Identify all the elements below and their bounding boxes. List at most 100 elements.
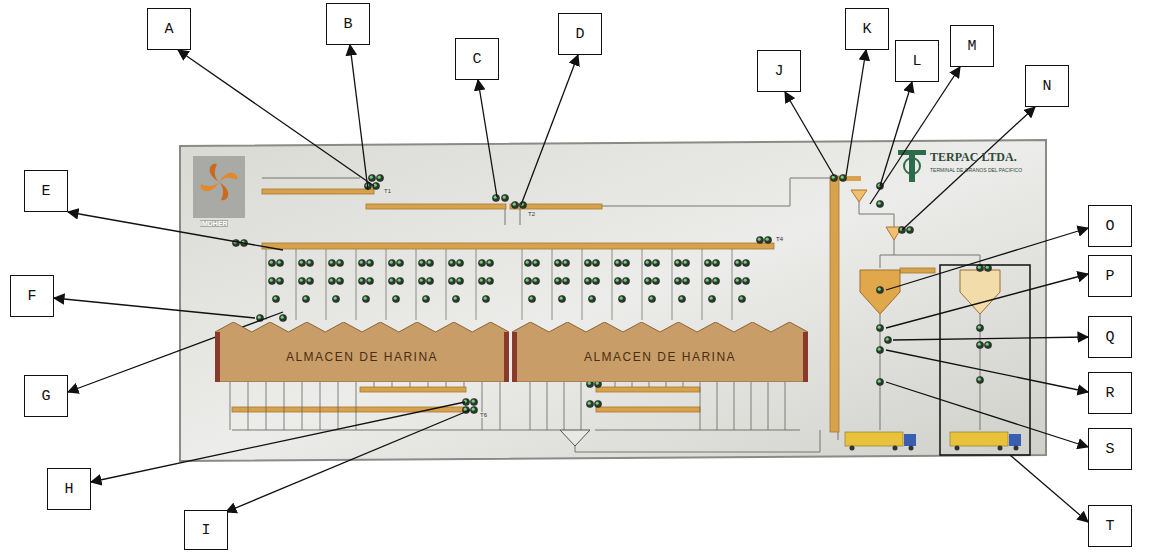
indicator-light [704, 277, 711, 284]
indicator-light [426, 277, 433, 284]
truck [950, 432, 1021, 451]
indicator-light [742, 259, 749, 266]
indicator-light [366, 277, 373, 284]
indicator-light [734, 259, 741, 266]
indicator-light [644, 259, 651, 266]
indicator-light [276, 277, 283, 284]
indicator-light [272, 295, 279, 302]
truck [845, 432, 916, 451]
indicator-light [501, 194, 508, 201]
indicator-light [388, 277, 395, 284]
callout-letter-text: S [1105, 441, 1114, 458]
indicator-light [704, 259, 711, 266]
callout-letter: I [184, 510, 228, 550]
callout-letter: G [24, 375, 68, 417]
indicator-light [644, 277, 651, 284]
callout-letter: H [47, 468, 91, 510]
band-label: ALMACEN DE HARINA [286, 340, 438, 364]
indicator-light [422, 295, 429, 302]
logo-text: TERMINAL DE GRANOS DEL PACIFICO [930, 167, 1022, 173]
chute-lines [859, 202, 980, 268]
indicator-light [448, 259, 455, 266]
indicator-light [376, 174, 383, 181]
indicator-light [532, 259, 539, 266]
indicator-light [426, 259, 433, 266]
callout-letter-text: F [27, 288, 36, 305]
callout-letter: L [895, 40, 939, 82]
callout-letter-text: T [1105, 518, 1114, 535]
indicator-light [418, 259, 425, 266]
indicator-light [528, 295, 535, 302]
indicator-light [328, 277, 335, 284]
indicator-light [328, 259, 335, 266]
drop-lines [230, 382, 785, 430]
callout-letter: Q [1088, 316, 1132, 358]
indicator-light [470, 406, 477, 413]
indicator-light [876, 324, 883, 331]
indicator-light [652, 277, 659, 284]
indicator-light [622, 259, 629, 266]
indicator-light [614, 259, 621, 266]
callout-letter-text: B [343, 16, 352, 33]
indicator-light [708, 295, 715, 302]
indicator-light [712, 259, 719, 266]
equipment-tag: T2 [528, 211, 535, 217]
indicator-light [418, 277, 425, 284]
indicator-light [268, 277, 275, 284]
callout-letter-text: N [1042, 78, 1051, 95]
indicator-light [456, 259, 463, 266]
callout-letter: D [558, 13, 602, 55]
indicator-light [532, 277, 539, 284]
indicator-light [511, 201, 518, 208]
indicator-light [562, 259, 569, 266]
leader-lines [54, 45, 1088, 522]
callout-letter: M [950, 25, 994, 67]
callout-letter-text: A [164, 21, 173, 38]
indicator-light [368, 174, 375, 181]
indicator-light [358, 277, 365, 284]
callout-letter: R [1088, 372, 1132, 414]
indicator-light [554, 277, 561, 284]
indicator-light [336, 259, 343, 266]
indicator-light [588, 295, 595, 302]
indicator-light [678, 295, 685, 302]
callout-letter: S [1088, 428, 1132, 470]
indicator-light [486, 277, 493, 284]
band-label: ALMACEN DE HARINA [584, 340, 736, 364]
indicator-light [984, 341, 991, 348]
indicator-light [756, 236, 763, 243]
indicator-light [742, 277, 749, 284]
callout-letter: E [24, 170, 68, 212]
indicator-light [648, 295, 655, 302]
callout-letter-text: K [862, 21, 871, 38]
indicator-light [396, 277, 403, 284]
indicator-light [764, 236, 771, 243]
indicator-light [562, 277, 569, 284]
indicator-light [876, 200, 883, 207]
callout-letter-text: R [1105, 385, 1114, 402]
callout-letter-text: I [201, 522, 210, 539]
indicator-light [554, 259, 561, 266]
callout-letter-text: O [1105, 218, 1114, 235]
indicator-light [452, 295, 459, 302]
indicator-light [306, 277, 313, 284]
callout-letter-text: H [64, 481, 73, 498]
indicator-light [519, 201, 526, 208]
loading-silo [860, 270, 900, 314]
indicator-light [298, 277, 305, 284]
indicator-light [268, 259, 275, 266]
indicator-light [558, 295, 565, 302]
indicator-light [232, 239, 239, 246]
indicator-light [396, 259, 403, 266]
indicator-light [524, 277, 531, 284]
indicator-light [392, 295, 399, 302]
indicator-light [388, 259, 395, 266]
indicator-light [302, 295, 309, 302]
indicator-light [279, 314, 286, 321]
indicator-light [586, 400, 593, 407]
indicator-light [306, 259, 313, 266]
callout-letter-text: C [472, 51, 481, 68]
